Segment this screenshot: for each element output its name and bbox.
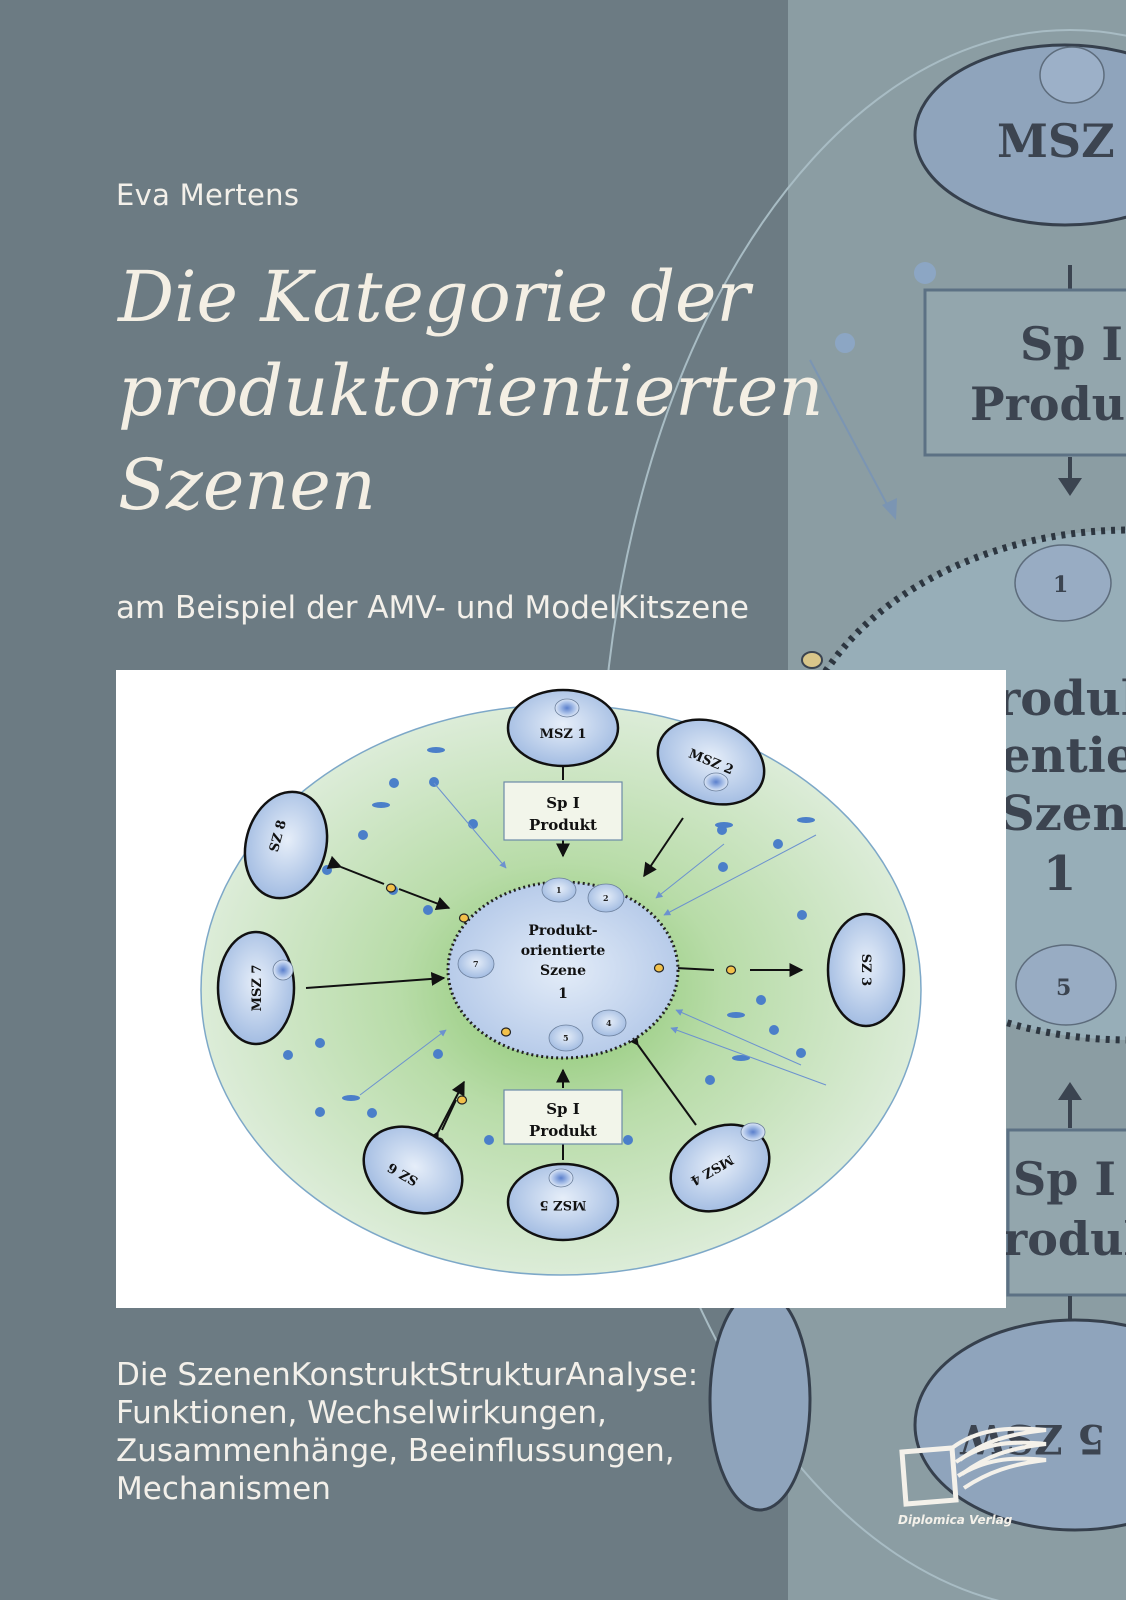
scattered-dots: [283, 777, 807, 1145]
label-msz1: MSZ 1: [540, 727, 587, 742]
sp-box-bottom-line1: Sp I: [546, 1100, 580, 1118]
background-center-line: 1: [1043, 846, 1076, 902]
influence-arrows: [359, 782, 827, 1096]
label-msz5: MSZ 5: [540, 1197, 587, 1212]
publisher-logo-icon: [899, 1426, 1047, 1507]
accent-dots: [385, 883, 859, 1147]
satellite-sz6: [362, 1125, 464, 1215]
satellite-msz2: [656, 718, 766, 806]
background-sp-box: [923, 288, 1126, 457]
inner-circle-label: 1: [556, 885, 562, 895]
background-arrow-head: [1058, 478, 1082, 496]
background-dot: [835, 333, 855, 353]
inner-circle-label: 2: [603, 893, 609, 903]
background-center-line: Szene: [1000, 786, 1126, 842]
background-accent-dot: [801, 651, 823, 669]
description-line: Mechanismen: [116, 1471, 331, 1507]
scattered-dashes: [342, 747, 815, 1101]
title-line: produktorientierten: [118, 350, 824, 432]
satellite-msz4: [669, 1123, 771, 1213]
satellite-msz1: [506, 688, 620, 768]
background-center-line: roduk: [995, 671, 1126, 727]
diagram-frame: 1 2 7 5 4 Produkt- orientierte Szene 1: [116, 670, 1006, 1308]
sp-box-bottom-line2: Produkt: [529, 1122, 597, 1140]
background-side-ellipse: [708, 1288, 812, 1512]
inner-circle: [457, 949, 495, 979]
label-sz3: SZ 3: [858, 954, 873, 986]
description-line: Zusammenhänge, Beeinflussungen,: [116, 1433, 675, 1469]
background-bottom-ellipse: [913, 1318, 1126, 1532]
background-circle-5: [1015, 944, 1117, 1026]
inner-circle-label: 4: [606, 1018, 612, 1028]
inner-circle: [587, 883, 625, 913]
scene-diagram: 1 2 7 5 4 Produkt- orientierte Szene 1: [200, 688, 922, 1276]
center-label-line: 1: [558, 986, 568, 1002]
inner-circle-label: 7: [473, 959, 479, 969]
background-center-line: entier: [1000, 728, 1126, 784]
publisher-name: Diplomica Verlag: [898, 1513, 1013, 1527]
satellite-markers: [272, 698, 766, 1188]
inner-circle: [548, 1024, 584, 1052]
satellite-sz8: [243, 790, 329, 900]
sp-box-bottom: [503, 1089, 623, 1145]
background-circle-1: [1014, 544, 1112, 622]
sp-box-top: [503, 781, 623, 841]
sp-box-top-line2: Produkt: [529, 816, 597, 834]
center-label-line: Szene: [540, 963, 586, 979]
center-label: Produkt- orientierte Szene 1: [521, 923, 606, 1002]
label-msz7: MSZ 7: [250, 965, 265, 1012]
background-circle-1-label: 1: [1053, 572, 1068, 598]
background-arrow-head: [1058, 1082, 1082, 1100]
background-msz-label: MSZ 1: [997, 114, 1126, 168]
background-sp-box-2: [1006, 1128, 1126, 1297]
title-line: Die Kategorie der: [118, 256, 750, 338]
background-circle-5-label: 5: [1056, 975, 1071, 1001]
book-subtitle: am Beispiel der AMV- und ModelKitszene: [116, 590, 749, 626]
sp-box-top-line1: Sp I: [546, 794, 580, 812]
background-bottom-label: 5 ZSW: [959, 1415, 1105, 1462]
inner-circle: [591, 1009, 627, 1037]
background-arrow: [809, 359, 891, 511]
background-small-circle: [1039, 46, 1105, 104]
description-line: Die SzenenKonstruktStrukturAnalyse:: [116, 1357, 699, 1393]
satellite-msz5: [506, 1162, 620, 1242]
background-box-line1: Sp I: [1020, 317, 1123, 371]
author-name: Eva Mertens: [116, 178, 300, 212]
background-arrow-head: [882, 498, 897, 520]
background-box2-line1: Sp I: [1013, 1152, 1116, 1206]
book-description: Die SzenenKonstruktStrukturAnalyse: Funk…: [116, 1356, 698, 1508]
inner-circle: [541, 877, 577, 903]
background-box-line2: Produl: [970, 377, 1126, 431]
relation-arrows: [305, 766, 804, 1160]
inner-circle-label: 5: [563, 1033, 569, 1043]
satellite-sz3: [826, 912, 906, 1028]
background-box2-line2: roduk: [1003, 1212, 1126, 1266]
center-label-line: Produkt-: [528, 923, 597, 939]
description-line: Funktionen, Wechselwirkungen,: [116, 1395, 607, 1431]
background-dot: [914, 262, 936, 284]
satellite-msz7: [216, 930, 296, 1046]
title-line: Szenen: [118, 444, 376, 526]
center-label-line: orientierte: [521, 943, 606, 959]
book-title: Die Kategorie der produktorientierten Sz…: [118, 250, 878, 532]
